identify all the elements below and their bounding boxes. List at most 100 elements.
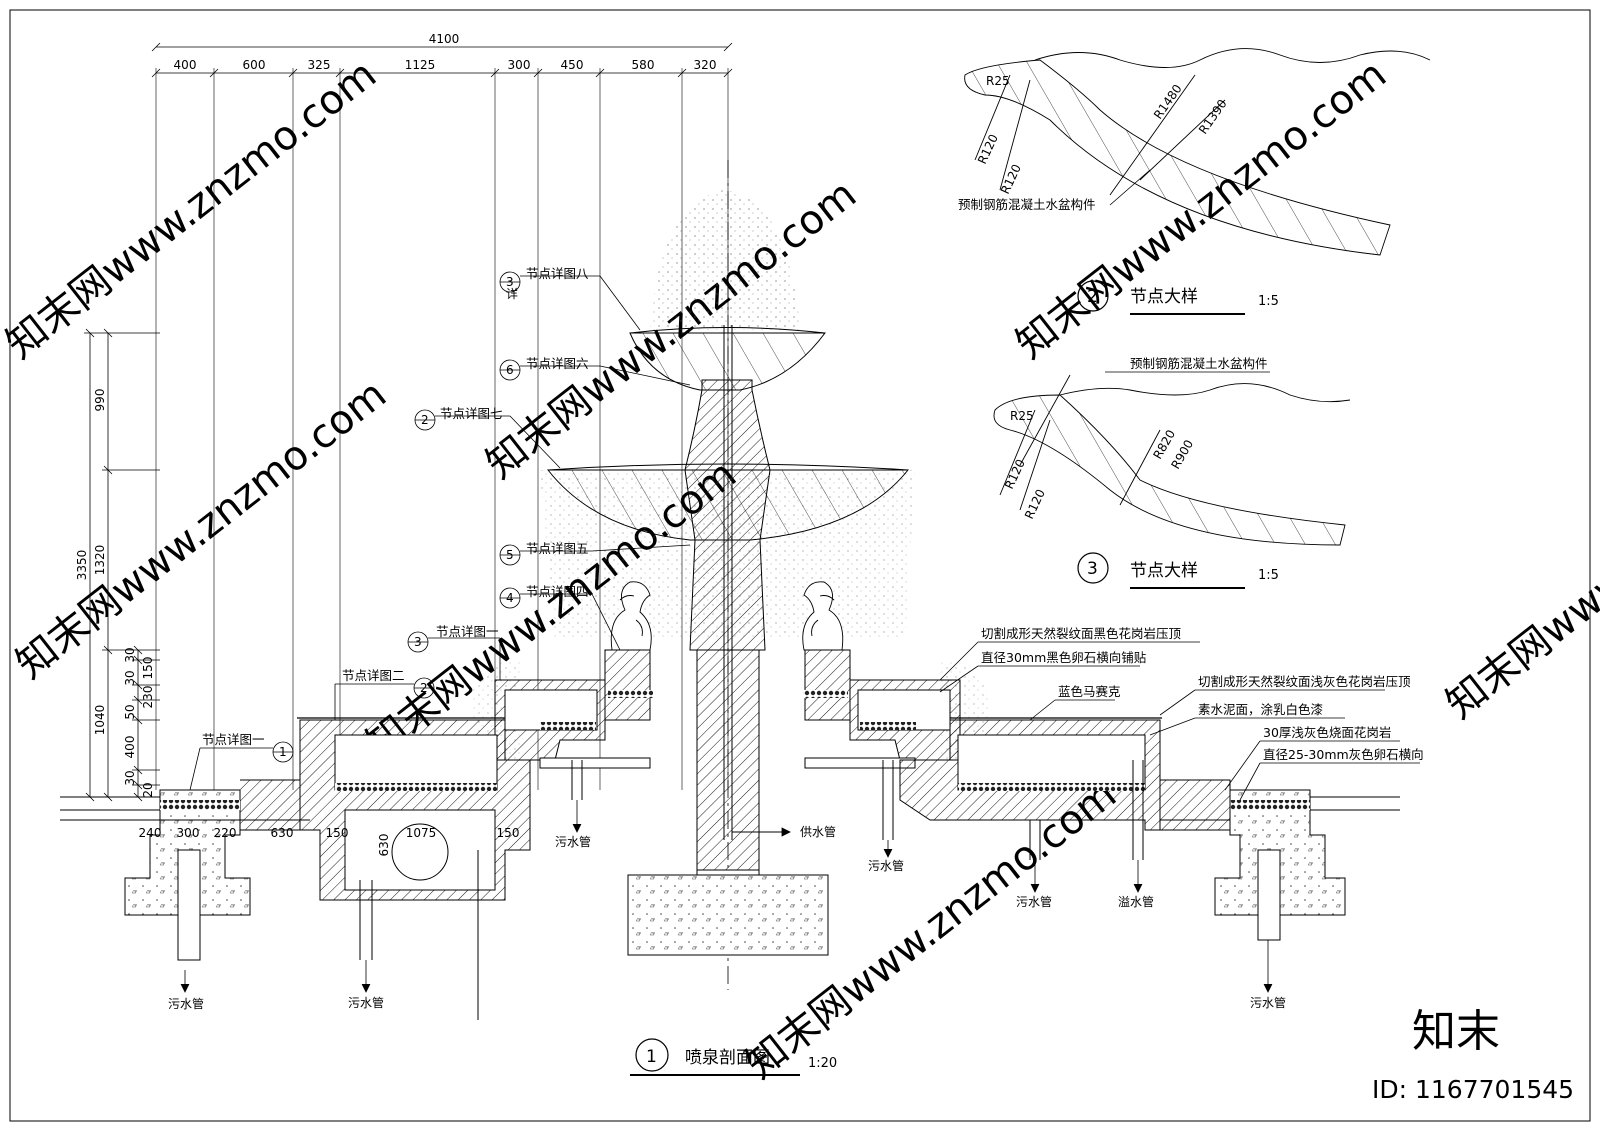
detail-scale: 1:5 xyxy=(1258,568,1279,583)
watermark-logo: 知末 ID: 1167701545 xyxy=(1372,1006,1574,1104)
dim-bot-3: 630 xyxy=(271,826,294,840)
horse-statue-right xyxy=(802,581,844,651)
radius-label: R25 xyxy=(1010,409,1034,423)
detail-num: 3 xyxy=(1087,559,1098,579)
material-note: 直径30mm黑色卵石横向铺贴 xyxy=(981,650,1146,665)
pipe-labels: 污水管 污水管 污水管 污水管 污水管 溢水管 污水管 供水管 xyxy=(168,800,1286,1011)
logo-text: 知末 xyxy=(1412,1006,1500,1057)
dim-left-1320: 1320 xyxy=(93,545,107,576)
title-num: 1 xyxy=(646,1047,657,1067)
pipe-label-supply: 供水管 xyxy=(800,824,836,839)
detail-3-labels: 预制钢筋混凝土水盆构件 R25 R820 R900 R120 R120 3 节点… xyxy=(1002,356,1279,589)
dim-left-50: 50 xyxy=(123,704,137,719)
callout-num: 4 xyxy=(506,591,514,605)
title-text: 喷泉剖面图 xyxy=(685,1048,770,1068)
callout-num: 2 xyxy=(421,413,429,427)
detail-3-drawing xyxy=(993,374,1351,546)
dim-bot-7: 150 xyxy=(497,826,520,840)
detail-title: 节点大样 xyxy=(1130,287,1198,307)
radius-label: R1390 xyxy=(1196,97,1230,137)
dim-left-30c: 30 xyxy=(123,770,137,785)
detail-note: 预制钢筋混凝土水盆构件 xyxy=(1130,356,1268,371)
dim-top-4: 300 xyxy=(508,58,531,72)
dim-bot-6: 630 xyxy=(377,834,391,857)
callout-label: 节点详图一 xyxy=(202,732,265,747)
dim-left-3350: 3350 xyxy=(75,550,89,581)
detail-num: 2 xyxy=(1087,287,1098,307)
dim-left-230: 230 xyxy=(141,686,155,709)
detail-scale: 1:5 xyxy=(1258,294,1279,309)
callout-label: 节点详图二 xyxy=(342,668,405,683)
radius-label: R120 xyxy=(1002,457,1028,491)
dim-left-1040: 1040 xyxy=(93,705,107,736)
dim-left-150: 150 xyxy=(141,657,155,680)
left-dimension-chain xyxy=(84,328,160,802)
detail-callouts: 3 详 节点详图八 6 节点详图六 2 节点详图七 5 节点详图五 4 节点详图… xyxy=(189,266,691,791)
dim-top-7: 320 xyxy=(694,58,717,72)
watermark-text: 知末网www.znzmo.com xyxy=(8,371,395,688)
material-note: 30厚浅灰色烧面花岗岩 xyxy=(1263,725,1391,740)
dim-top-1: 600 xyxy=(243,58,266,72)
title-scale: 1:20 xyxy=(808,1056,837,1071)
main-title: 1 喷泉剖面图 1:20 xyxy=(630,1038,837,1076)
dim-left-30b: 30 xyxy=(123,670,137,685)
callout-num: 3 xyxy=(414,635,422,649)
material-note: 切割成形天然裂纹面浅灰色花岗岩压顶 xyxy=(1198,674,1411,689)
dim-left-990: 990 xyxy=(93,389,107,412)
detail-note: 预制钢筋混凝土水盆构件 xyxy=(958,197,1096,212)
dim-top-2: 325 xyxy=(308,58,331,72)
dim-bot-2: 220 xyxy=(214,826,237,840)
material-note: 蓝色马赛克 xyxy=(1058,684,1121,699)
material-note: 素水泥面，涂乳白色漆 xyxy=(1198,702,1323,717)
radius-label: R120 xyxy=(975,132,1001,166)
pipe-label-drain: 污水管 xyxy=(555,834,591,849)
detail-2-drawing xyxy=(964,48,1431,256)
radius-label: R1480 xyxy=(1151,82,1185,122)
dim-total-4100: 4100 xyxy=(429,32,460,46)
top-dimension-chain xyxy=(151,42,733,790)
callout-sheet: 详 xyxy=(506,286,518,301)
pipe-label-drain: 污水管 xyxy=(348,995,384,1010)
dim-top-0: 400 xyxy=(174,58,197,72)
watermark-text: 知末网www.znzmo.com xyxy=(1438,411,1600,728)
callout-label: 节点详图七 xyxy=(440,406,503,421)
top-dimension-labels: 4100 400 600 325 1125 300 450 580 320 xyxy=(174,32,717,72)
pipe-label-drain: 污水管 xyxy=(868,858,904,873)
callout-label: 节点详图六 xyxy=(526,356,589,371)
pipe-label-drain: 污水管 xyxy=(1016,894,1052,909)
material-notes: 切割成形天然裂纹面黑色花岗岩压顶 直径30mm黑色卵石横向铺贴 蓝色马赛克 切割… xyxy=(939,626,1424,801)
left-dimension-labels: 990 1320 3350 30 150 30 230 50 400 1040 … xyxy=(75,389,155,798)
bottom-dimension-labels: 240 300 220 630 150 1075 630 150 xyxy=(139,826,520,856)
radius-label: R25 xyxy=(986,74,1010,88)
callout-num: 6 xyxy=(506,363,514,377)
radius-label: R120 xyxy=(998,162,1024,196)
material-note: 直径25-30mm灰色卵石横向 xyxy=(1263,747,1424,762)
callout-label: 节点详图八 xyxy=(526,266,589,281)
horse-statue-left xyxy=(610,581,652,651)
fountain-section xyxy=(60,160,1400,1020)
dim-left-20: 20 xyxy=(141,782,155,797)
dim-bot-0: 240 xyxy=(139,826,162,840)
callout-label: 节点详图一 xyxy=(436,624,499,639)
material-note: 切割成形天然裂纹面黑色花岗岩压顶 xyxy=(981,626,1182,641)
pipe-label-drain: 污水管 xyxy=(168,996,204,1011)
detail-title: 节点大样 xyxy=(1130,561,1198,581)
watermark-text: 知末网www.znzmo.com xyxy=(0,51,385,368)
dim-bot-5: 1075 xyxy=(406,826,437,840)
drawing-frame xyxy=(9,9,1591,1122)
dim-bot-1: 300 xyxy=(177,826,200,840)
dim-bot-4: 150 xyxy=(326,826,349,840)
dim-top-3: 1125 xyxy=(405,58,436,72)
callout-num: 3 xyxy=(506,275,514,289)
pipe-label-drain: 污水管 xyxy=(1250,995,1286,1010)
callout-num: 1 xyxy=(279,745,287,759)
pipe-label-overflow: 溢水管 xyxy=(1118,894,1154,909)
image-id: ID: 1167701545 xyxy=(1372,1075,1574,1104)
dim-left-30a: 30 xyxy=(123,647,137,662)
callout-label: 节点详图五 xyxy=(526,541,589,556)
dim-left-400: 400 xyxy=(123,736,137,759)
callout-num: 5 xyxy=(506,548,514,562)
dim-top-5: 450 xyxy=(561,58,584,72)
callout-label: 节点详图四 xyxy=(526,584,589,599)
